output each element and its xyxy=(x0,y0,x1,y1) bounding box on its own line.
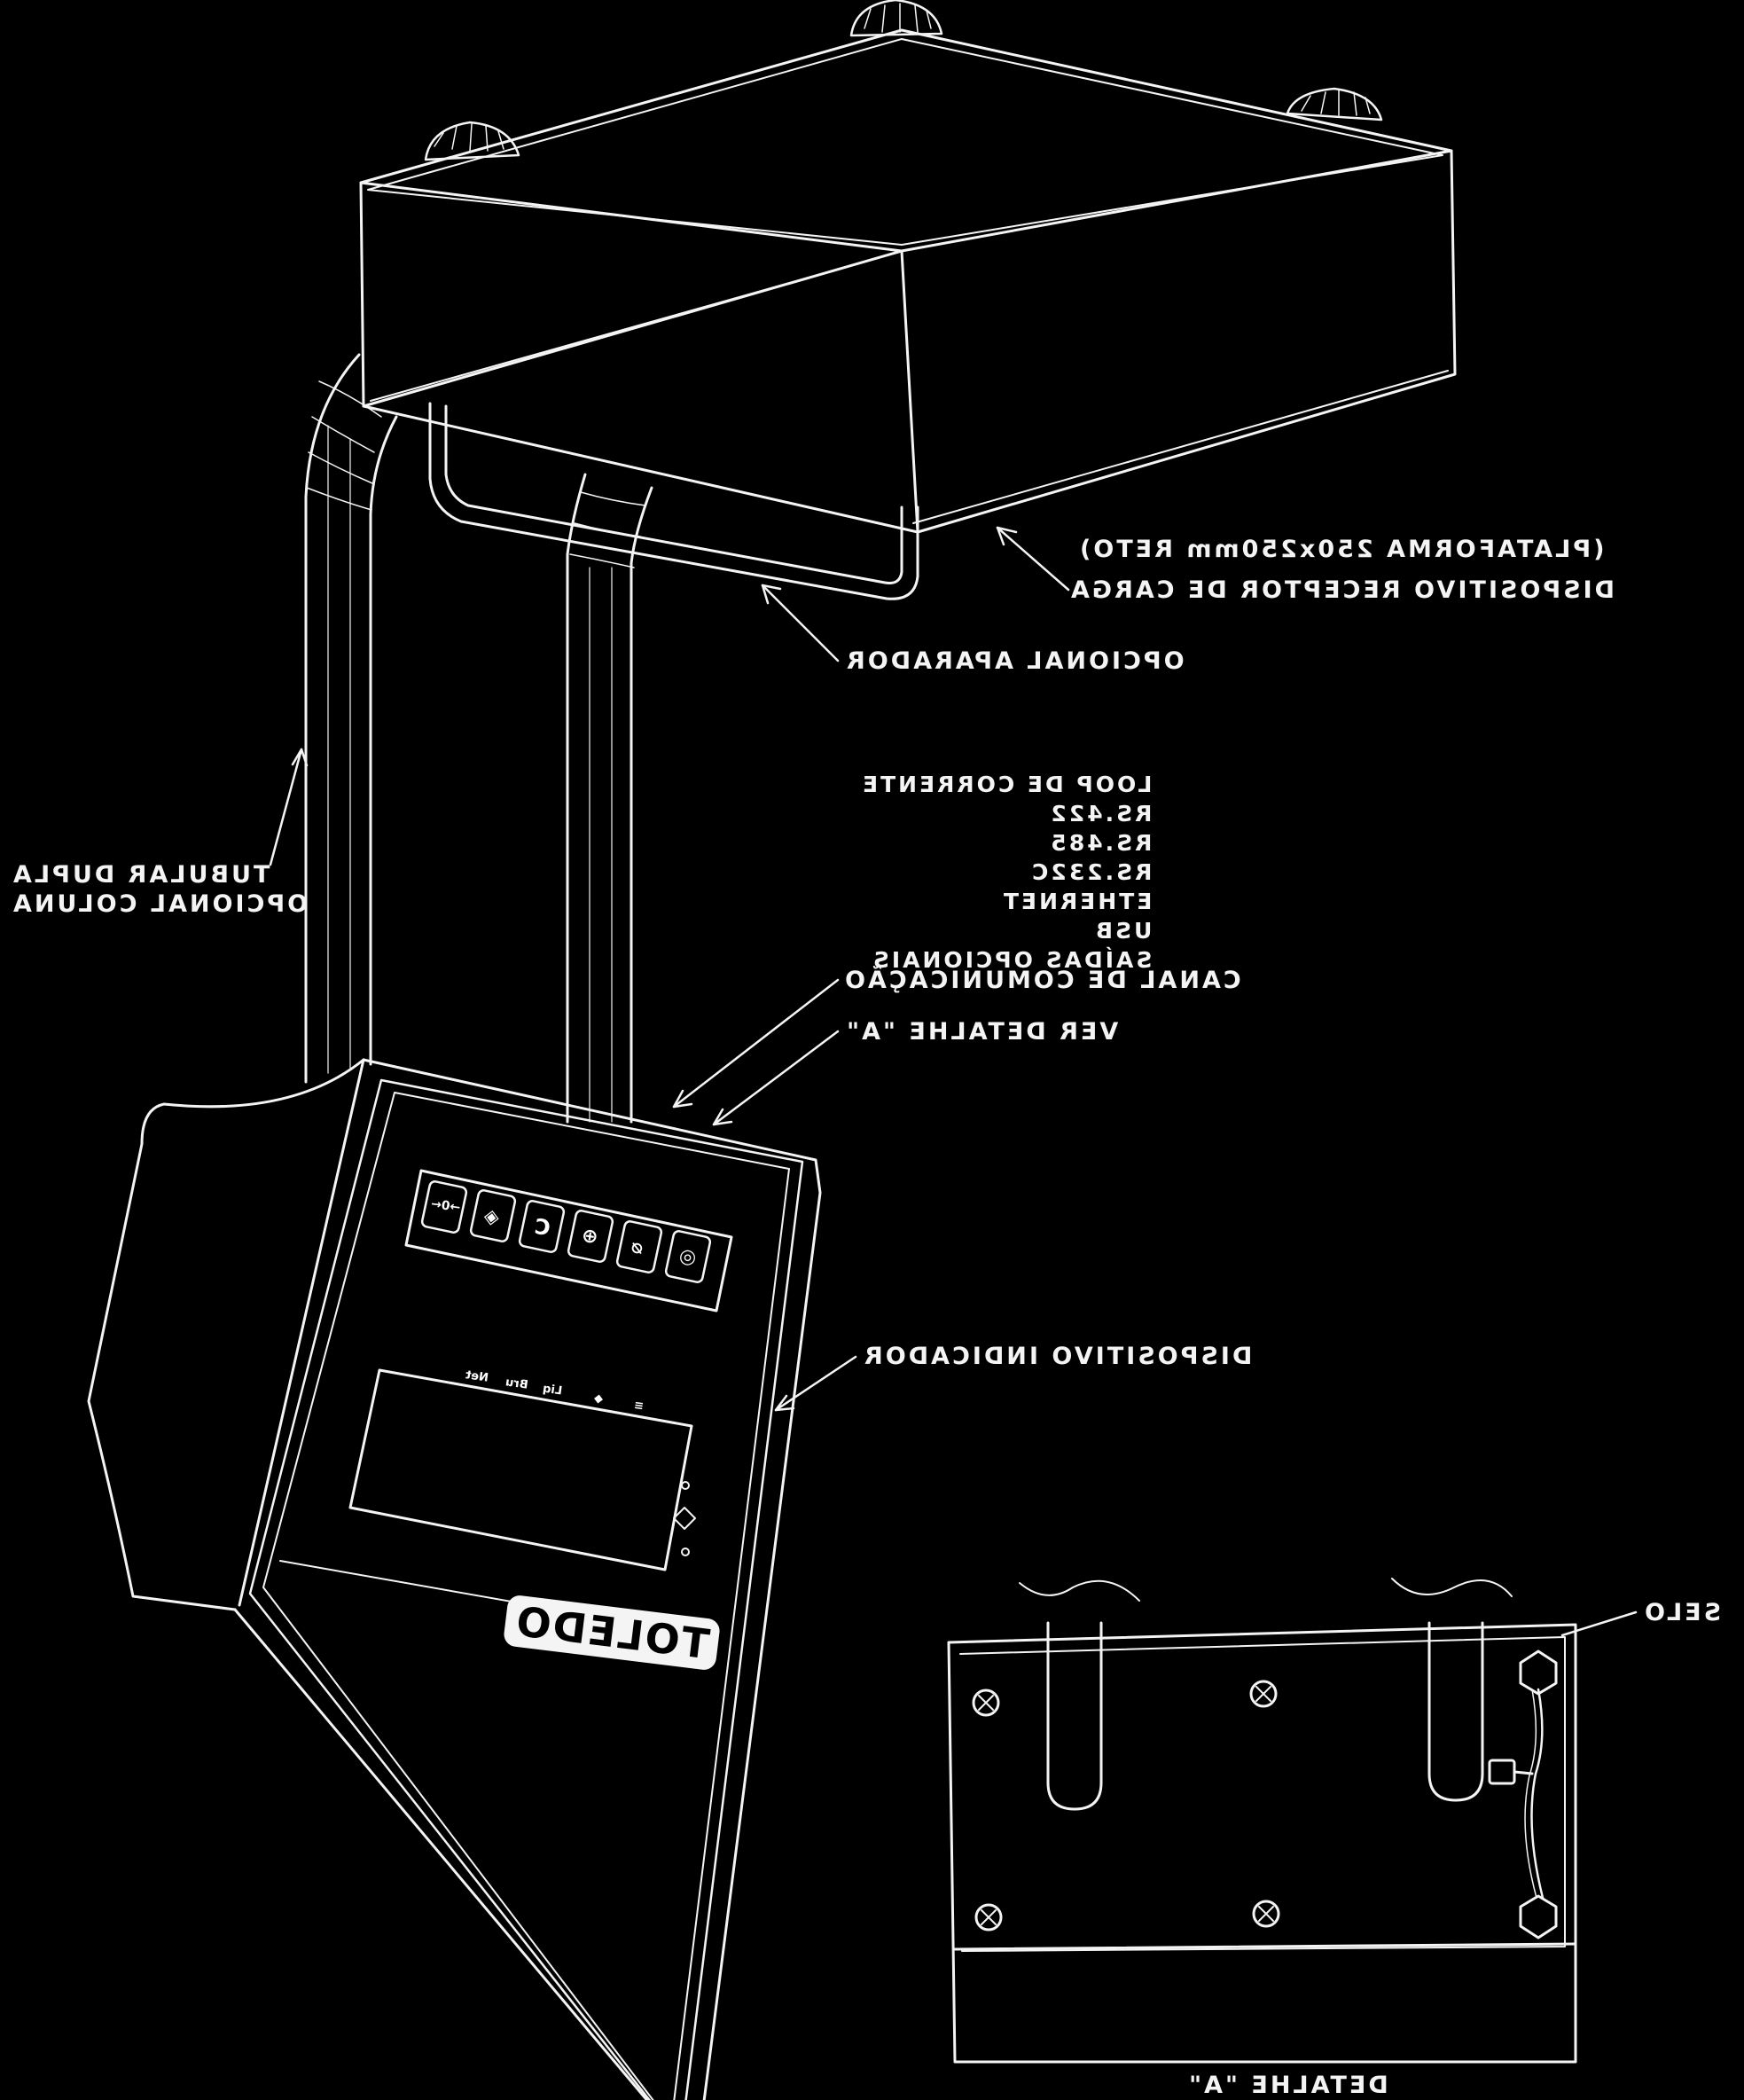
platform-label-line2: (PLATAFORMA 250x250mm RETO) xyxy=(1077,536,1605,563)
output-item: USB xyxy=(1092,918,1153,944)
key-power-icon: ◎ xyxy=(677,1244,698,1270)
key-tare-icon: ◈ xyxy=(482,1204,501,1230)
key-print-icon: ⊕ xyxy=(580,1224,600,1250)
seal-label: SELO xyxy=(1642,1599,1722,1626)
output-item: ETHERNET xyxy=(1000,889,1153,914)
apparatus-label: OPCIONAL APARADOR xyxy=(844,647,1185,675)
indicator-keys xyxy=(421,1180,711,1283)
status-label: ≡ xyxy=(633,1399,645,1414)
display-markers xyxy=(674,1482,695,1555)
indicator-body xyxy=(89,1060,820,2100)
status-label: Liq xyxy=(542,1382,563,1399)
column-tubes xyxy=(306,355,652,1122)
output-item: RS.422 xyxy=(1048,801,1153,827)
see-detail-label: VER DETALHE "A" xyxy=(844,1018,1119,1046)
status-label: ◆ xyxy=(593,1391,604,1407)
output-item: RS.232C xyxy=(1029,859,1153,885)
leader-lines xyxy=(270,528,1636,1635)
output-item: LOOP DE CORRENTE xyxy=(860,772,1153,797)
detail-a-title: DETALHE "A" xyxy=(1186,2072,1388,2099)
platform-feet xyxy=(426,0,1381,160)
column-label-line2: TUBULAR DUPLA xyxy=(11,861,270,889)
comm-channel-label: CANAL DE COMUNICAÇÃO xyxy=(842,967,1241,994)
platform-label-line1: DISPOSITIVO RECEPTOR DE CARGA xyxy=(1068,576,1615,604)
detail-a-drawing xyxy=(949,1579,1576,2062)
output-item: RS.485 xyxy=(1048,830,1153,856)
guard-rail xyxy=(430,404,918,599)
column-label: TUBULAR DUPLA OPCIONAL COLUNA xyxy=(11,860,308,919)
outputs-list: LOOP DE CORRENTE RS.422 RS.485 RS.232C E… xyxy=(860,770,1152,975)
indicator-label: DISPOSITIVO INDICADOR xyxy=(862,1343,1253,1370)
column-label-line1: OPCIONAL COLUNA xyxy=(11,890,309,918)
